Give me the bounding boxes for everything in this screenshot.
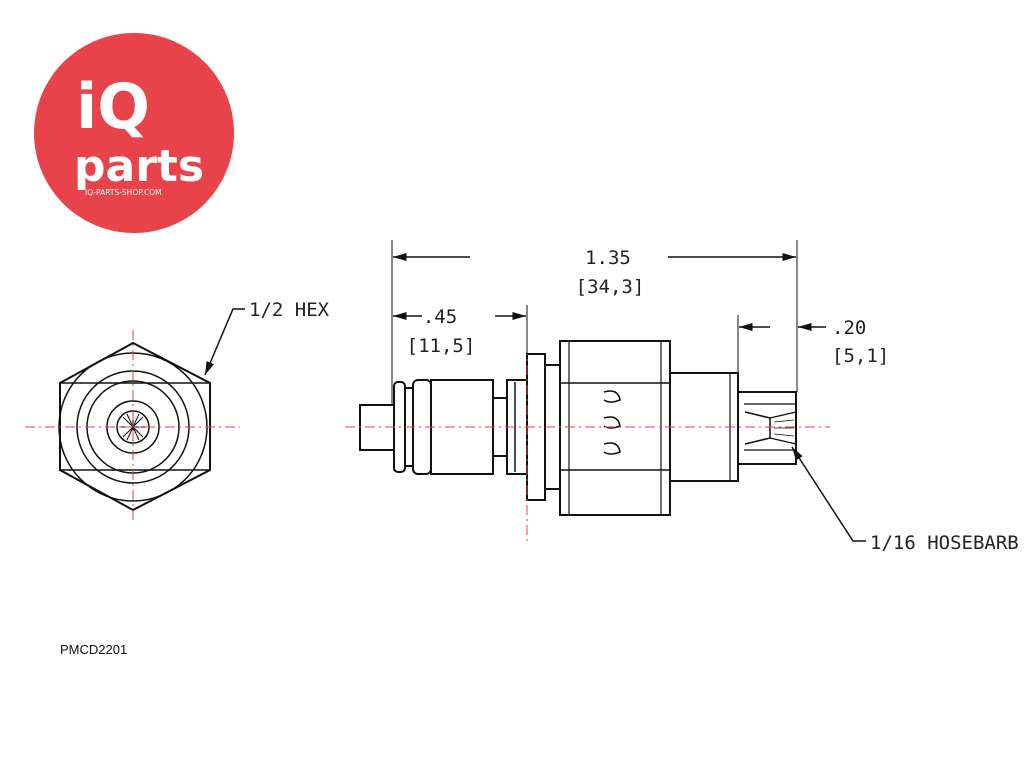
hosebarb-label: 1/16 HOSEBARB [870, 532, 1019, 554]
plug-body [430, 379, 494, 475]
plug-inch: .45 [423, 306, 457, 328]
end-view-hex [25, 330, 240, 520]
plug-mm: [11,5] [407, 335, 476, 357]
barb-mm: [5,1] [832, 345, 889, 367]
barb-inch: .20 [832, 317, 866, 339]
logo-url: IQ-PARTS-SHOP.COM [85, 188, 162, 197]
plug-dimension: .45 [11,5] [393, 306, 526, 357]
hex-label: 1/2 HEX [249, 299, 330, 321]
logo-text-parts: parts [74, 141, 204, 192]
overall-mm: [34,3] [576, 276, 645, 298]
logo-circle [34, 33, 234, 233]
part-number: PMCD2201 [60, 642, 128, 657]
extension-lines [391, 240, 798, 405]
iq-parts-logo: iQ parts IQ-PARTS-SHOP.COM [34, 33, 234, 233]
side-view-coupling [345, 325, 830, 545]
barb-dimension: .20 [5,1] [739, 317, 889, 367]
hosebarb-callout: 1/16 HOSEBARB [791, 446, 1019, 554]
overall-dimension: 1.35 [34,3] [393, 247, 796, 298]
hex-callout: 1/2 HEX [204, 299, 330, 376]
logo-text-iq: iQ [76, 70, 150, 143]
overall-inch: 1.35 [585, 247, 631, 269]
engraved-logo [603, 390, 621, 455]
